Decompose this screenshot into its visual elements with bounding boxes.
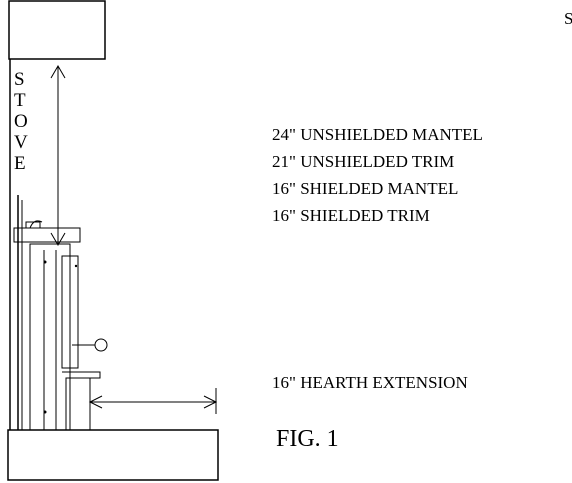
stove-label: S T O V E <box>14 69 28 174</box>
stove-letter-v: V <box>14 132 28 153</box>
stove-letter-s: S <box>14 69 25 90</box>
hearth-extension-label: 16" HEARTH EXTENSION <box>272 373 468 392</box>
hearth-extension-arrow <box>88 388 218 414</box>
stove-letter-t: T <box>14 90 26 111</box>
vertical-clearance-arrow <box>50 65 66 246</box>
corner-glyph: S <box>564 9 572 28</box>
hearth-base <box>7 429 219 481</box>
mantel-box <box>8 0 106 60</box>
clearance-item: 16" SHIELDED TRIM <box>272 206 430 225</box>
stove-letter-e: E <box>14 153 26 174</box>
clearance-item: 24" UNSHIELDED MANTEL <box>272 125 483 144</box>
clearance-item: 21" UNSHIELDED TRIM <box>272 152 454 171</box>
stove-drawing <box>13 195 108 431</box>
clearance-item: 16" SHIELDED MANTEL <box>272 179 458 198</box>
clearance-list: 24" UNSHIELDED MANTEL 21" UNSHIELDED TRI… <box>272 125 483 225</box>
stove-letter-o: O <box>14 111 28 132</box>
figure-caption: FIG. 1 <box>276 426 339 452</box>
